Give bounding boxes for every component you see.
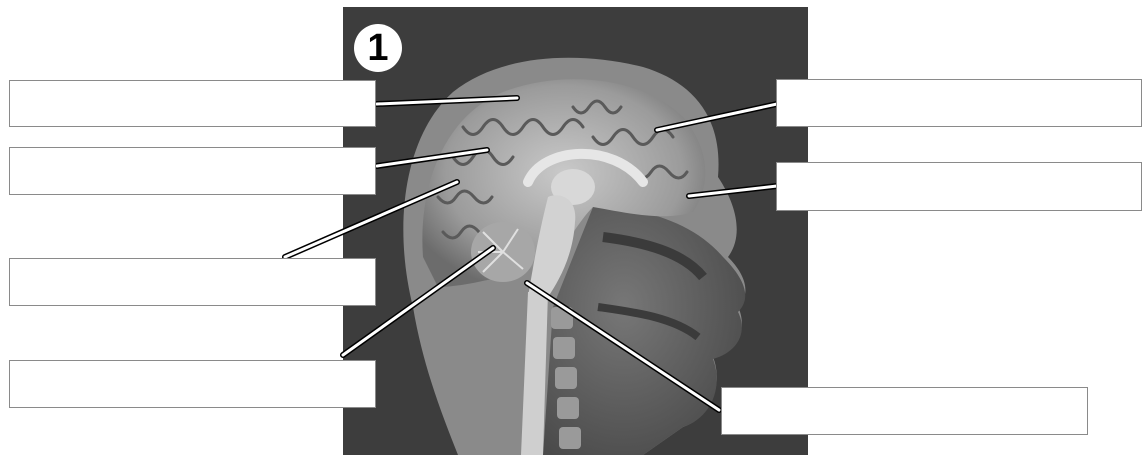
figure-number-badge: 1 <box>354 24 402 72</box>
label-box-right-2[interactable] <box>776 162 1142 211</box>
label-box-left-1[interactable] <box>9 80 376 127</box>
label-box-left-2[interactable] <box>9 147 376 195</box>
label-box-left-3[interactable] <box>9 258 376 306</box>
label-box-right-1[interactable] <box>776 79 1142 127</box>
label-box-left-4[interactable] <box>9 360 376 408</box>
label-box-right-3[interactable] <box>721 387 1088 435</box>
